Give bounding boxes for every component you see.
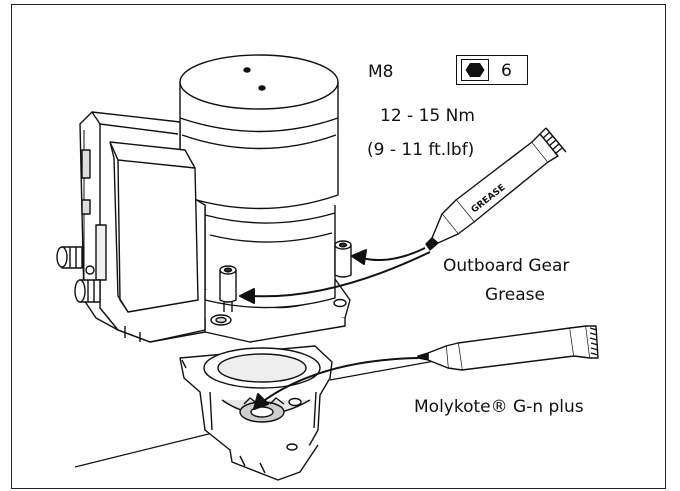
hex-key-badge: 6 [456,55,528,85]
grease-label-line2: Grease [485,285,545,305]
lubricant-label: Molykote® G-n plus [414,397,584,417]
arrow-to-coupling [253,357,419,410]
flange-bolt-front [219,265,237,312]
base-bracket [179,345,333,481]
actuator-housing [79,111,206,343]
grease-tube-outboard [425,127,567,251]
bolt-size-label: M8 [368,62,394,82]
cable-gland-upper [56,246,83,269]
gearbox-housing [204,205,336,309]
torque-ftlbf-label: (9 - 11 ft.lbf) [367,140,475,160]
hex-socket-icon-frame [461,59,489,81]
hex-socket-icon [465,63,485,77]
torque-nm-label: 12 - 15 Nm [380,106,475,126]
flange-bolt-rear [334,240,352,278]
arrow-to-front-bolt [239,251,431,304]
motor-cylinder [179,54,339,210]
grease-tube-molykote [417,325,599,371]
arrow-to-rear-bolt [351,247,426,265]
grease-label-line1: Outboard Gear [443,256,570,276]
hex-key-size: 6 [501,61,512,81]
cable-gland-lower [74,279,101,303]
